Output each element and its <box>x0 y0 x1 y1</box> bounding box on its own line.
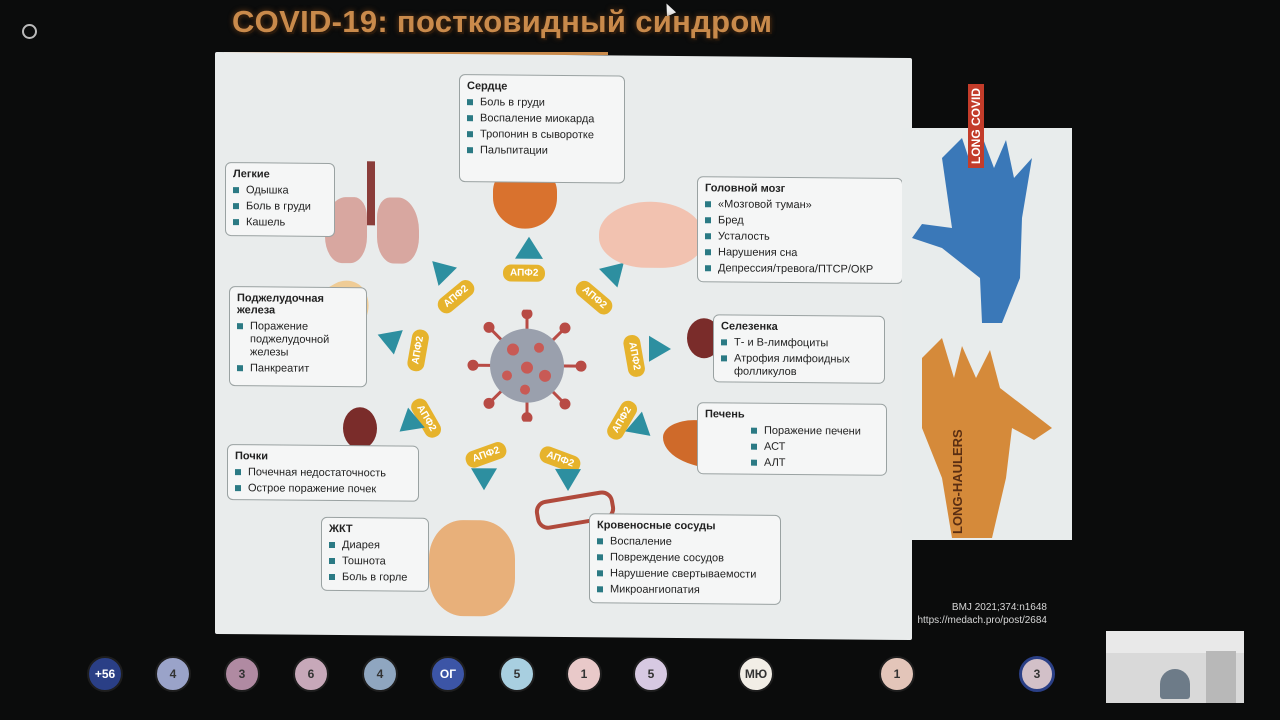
participant-avatar[interactable]: МЮ <box>738 656 774 692</box>
list-item: АЛТ <box>751 457 879 471</box>
main-slide-figure: АПФ2 АПФ2 АПФ2 АПФ2 АПФ2 АПФ2 АПФ2 АПФ2 … <box>215 51 912 641</box>
caption-citation: BMJ 2021;374:n1648 <box>951 602 1047 613</box>
gi-title: ЖКТ <box>329 522 353 536</box>
list-item: Микроангиопатия <box>597 583 773 598</box>
lungs-title: Легкие <box>233 168 270 181</box>
participant-avatar[interactable]: 3 <box>224 656 260 692</box>
gi-box: ЖКТ Диарея Тошнота Боль в горле <box>321 516 429 592</box>
brain-title: Головной мозг <box>705 182 786 195</box>
lungs-box: Легкие Одышка Боль в груди Кашель <box>225 162 335 238</box>
list-item: Бред <box>705 214 895 229</box>
participant-avatar[interactable]: 1 <box>566 656 602 692</box>
liver-title: Печень <box>705 408 745 421</box>
pancreas-title: Поджелудочная железа <box>237 292 324 317</box>
list-item: Нарушение свертываемости <box>597 567 773 582</box>
lungs-icon <box>325 161 421 266</box>
list-item: Панкреатит <box>237 362 359 376</box>
heart-box: Сердце Боль в груди Воспаление миокарда … <box>459 74 625 184</box>
arrow-down-right-icon <box>555 468 581 492</box>
hands-wordcloud-icon <box>912 136 1052 538</box>
arrow-down-left-icon <box>471 468 497 491</box>
list-item: Боль в груди <box>233 200 327 214</box>
ace2-pill-bottom-left: АПФ2 <box>463 439 510 470</box>
kidneys-title: Почки <box>235 450 269 463</box>
list-item: Поражение печени <box>751 425 879 439</box>
kidneys-box: Почки Почечная недостаточность Острое по… <box>227 444 419 502</box>
arrow-up-icon <box>515 236 543 259</box>
ace2-pill-top: АПФ2 <box>503 264 546 282</box>
list-item: Одышка <box>233 184 327 198</box>
self-video-thumbnail[interactable] <box>1106 631 1244 703</box>
list-item: Нарушения сна <box>705 246 895 261</box>
participant-avatar[interactable]: 5 <box>633 656 669 692</box>
list-item: Тропонин в сыворотке <box>467 128 617 142</box>
list-item: Боль в горле <box>329 571 421 585</box>
brain-box: Головной мозг «Мозговой туман» Бред Уста… <box>697 176 903 284</box>
list-item: Т- и В-лимфоциты <box>721 336 877 350</box>
spleen-box: Селезенка Т- и В-лимфоциты Атрофия лимфо… <box>713 314 885 384</box>
pancreas-box: Поджелудочная железа Поражение поджелудо… <box>229 286 367 388</box>
arrow-right-icon <box>649 335 671 362</box>
spleen-title: Селезенка <box>721 320 778 333</box>
brain-icon <box>599 201 703 269</box>
list-item: Усталость <box>705 230 895 245</box>
list-item: Поражение поджелудочной железы <box>237 320 359 360</box>
participant-avatar[interactable]: 3 <box>1019 656 1055 692</box>
list-item: «Мозговой туман» <box>705 198 895 213</box>
record-indicator-icon <box>22 24 37 39</box>
participant-avatar[interactable]: 4 <box>362 656 398 692</box>
kidney-icon <box>343 407 377 450</box>
participant-avatar[interactable]: +56 <box>87 656 123 692</box>
source-caption: BMJ 2021;374:n1648 https://medach.pro/po… <box>900 601 1047 627</box>
gi-tract-icon <box>429 519 515 617</box>
participant-avatar[interactable]: 6 <box>293 656 329 692</box>
virus-icon <box>467 309 587 423</box>
long-covid-wordcloud-image: LONG COVID LONG-HAULERS <box>902 83 1072 540</box>
list-item: Депрессия/тревога/ПТСР/ОКР <box>705 262 895 277</box>
arrow-upleft-icon <box>423 251 457 286</box>
list-item: Острое поражение почек <box>235 482 411 497</box>
list-item: Воспаление миокарда <box>467 112 617 126</box>
list-item: Боль в груди <box>467 96 617 110</box>
list-item: Диарея <box>329 539 421 553</box>
caption-link[interactable]: https://medach.pro/post/2684 <box>917 615 1047 626</box>
list-item: Пальпитации <box>467 144 617 158</box>
list-item: Кашель <box>233 216 327 230</box>
long-covid-word: LONG COVID <box>968 83 984 168</box>
ace2-pill-right: АПФ2 <box>622 333 647 379</box>
list-item: Тошнота <box>329 555 421 569</box>
arrow-left-icon <box>373 322 403 355</box>
ace2-pill-left: АПФ2 <box>406 327 431 373</box>
vessels-title: Кровеносные сосуды <box>597 519 716 533</box>
participant-avatar[interactable]: ОГ <box>430 656 466 692</box>
participant-avatar[interactable]: 5 <box>499 656 535 692</box>
list-item: АСТ <box>751 441 879 455</box>
long-haulers-word: LONG-HAULERS <box>950 429 965 534</box>
participant-avatar[interactable]: 1 <box>879 656 915 692</box>
heart-title: Сердце <box>467 80 508 93</box>
vessels-box: Кровеносные сосуды Воспаление Повреждени… <box>589 513 781 605</box>
list-item: Атрофия лимфоидных фолликулов <box>721 352 877 379</box>
participant-avatar[interactable]: 4 <box>155 656 191 692</box>
list-item: Почечная недостаточность <box>235 466 411 481</box>
list-item: Воспаление <box>597 535 773 550</box>
slide-title: COVID-19: постковидный синдром <box>232 4 773 39</box>
liver-box: Печень Поражение печени АСТ АЛТ <box>697 402 887 476</box>
list-item: Повреждение сосудов <box>597 551 773 566</box>
